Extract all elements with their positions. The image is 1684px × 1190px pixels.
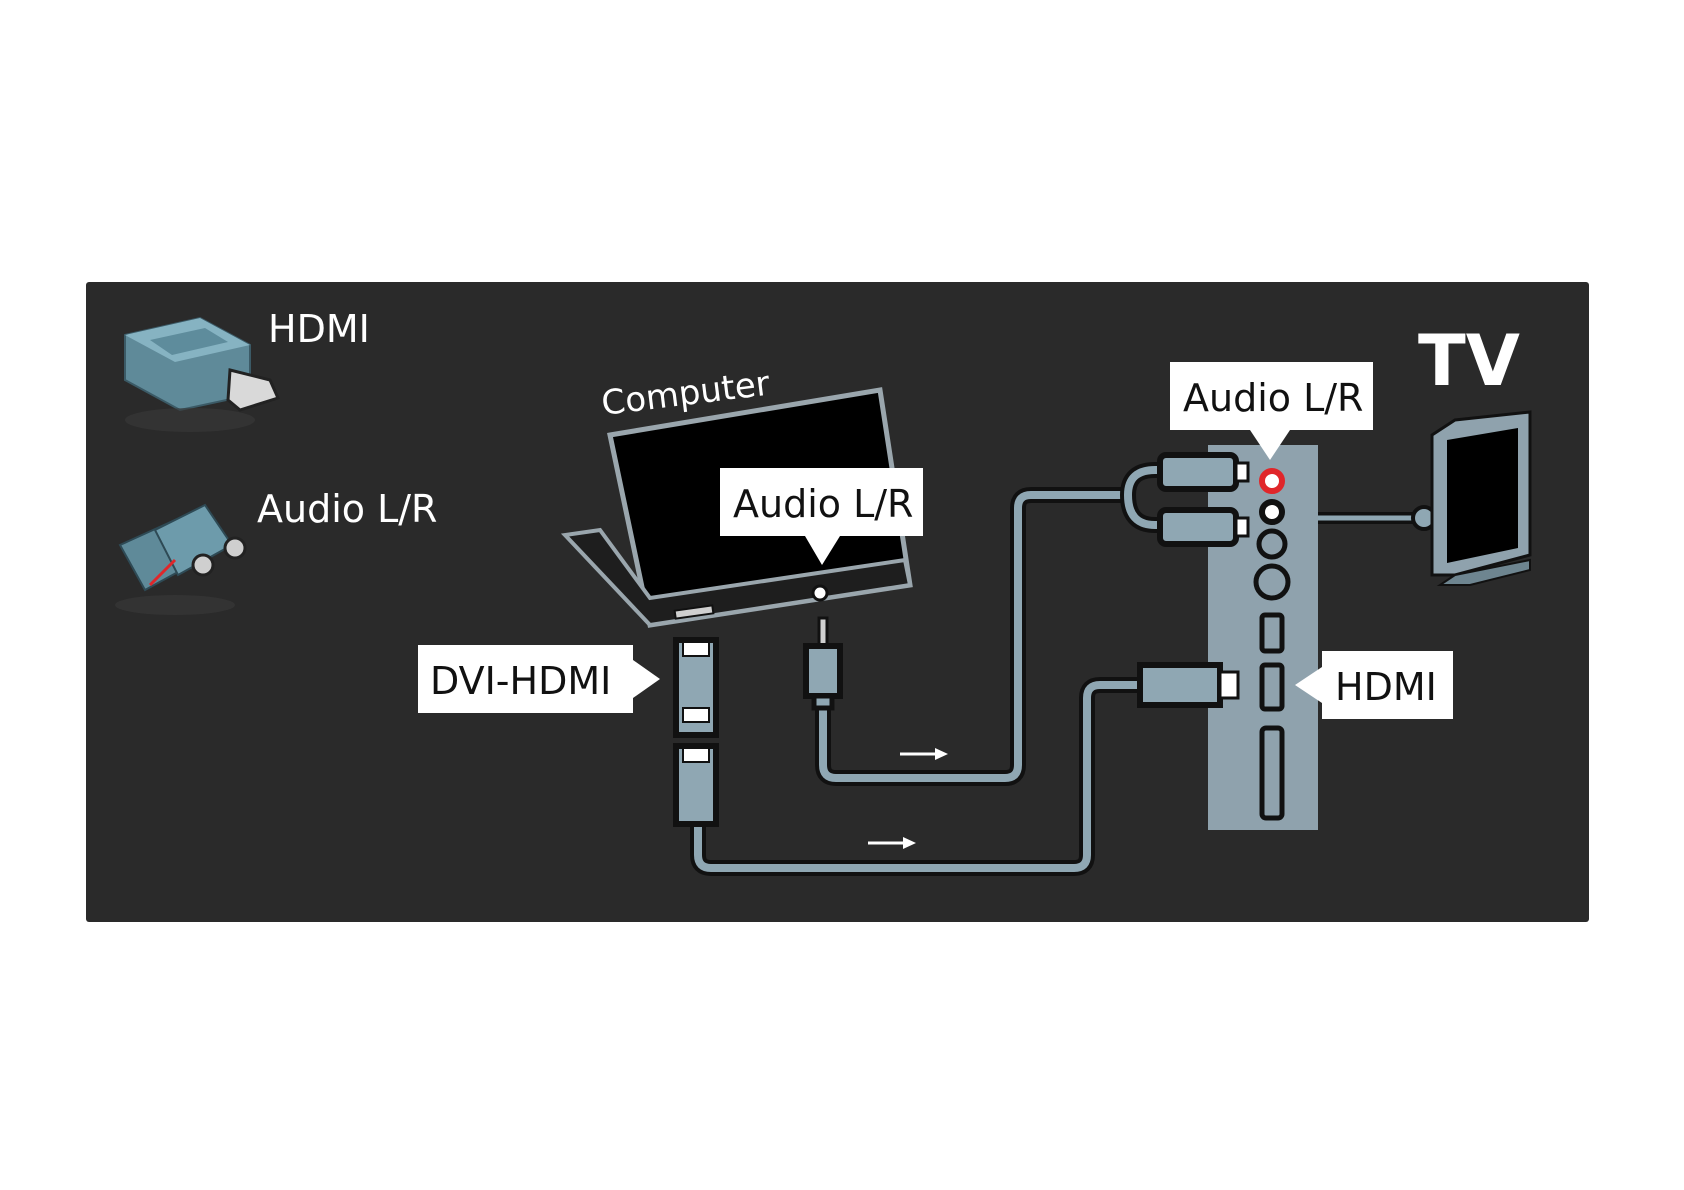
audio-port-white [1259,499,1285,525]
tv-hdmi-callout-text: HDMI [1335,665,1437,709]
tv-title: TV [1418,320,1520,402]
hdmi-direction-arrow [868,837,916,849]
dvi-hdmi-callout: DVI-HDMI [418,645,660,713]
audio-split-upper [1124,466,1170,496]
rca-plug-white [1157,507,1250,547]
tv-icon [1430,410,1532,586]
audio-jack-plug [803,616,843,711]
audio-rca-plug-icon [115,503,247,615]
tv-audio-callout-text: Audio L/R [1183,376,1363,420]
port-usb [1259,612,1285,654]
computer-audio-callout-text: Audio L/R [733,482,913,526]
port-slot [1259,725,1285,821]
port-hdmi [1259,662,1285,712]
dvi-connector-top [673,637,719,738]
audio-split-lower [1124,494,1170,529]
rca-plug-red [1157,452,1250,492]
legend-audio-label: Audio L/R [257,487,437,531]
legend-hdmi-label: HDMI [268,307,370,351]
audio-direction-arrow [900,748,948,760]
audio-port-red [1259,468,1285,494]
port-round-2 [1253,563,1291,601]
computer-audio-callout: Audio L/R [720,468,923,565]
port-round-1 [1256,528,1288,560]
hdmi-connector-bottom [673,743,719,827]
hdmi-plug-icon [124,316,281,432]
hdmi-plug-tv-side [1137,662,1240,708]
tv-audio-callout: Audio L/R [1170,362,1373,430]
audio-cable [819,491,1128,782]
dvi-hdmi-callout-text: DVI-HDMI [430,659,611,703]
hdmi-cable [694,681,1140,872]
tv-hdmi-callout: HDMI [1295,651,1453,719]
